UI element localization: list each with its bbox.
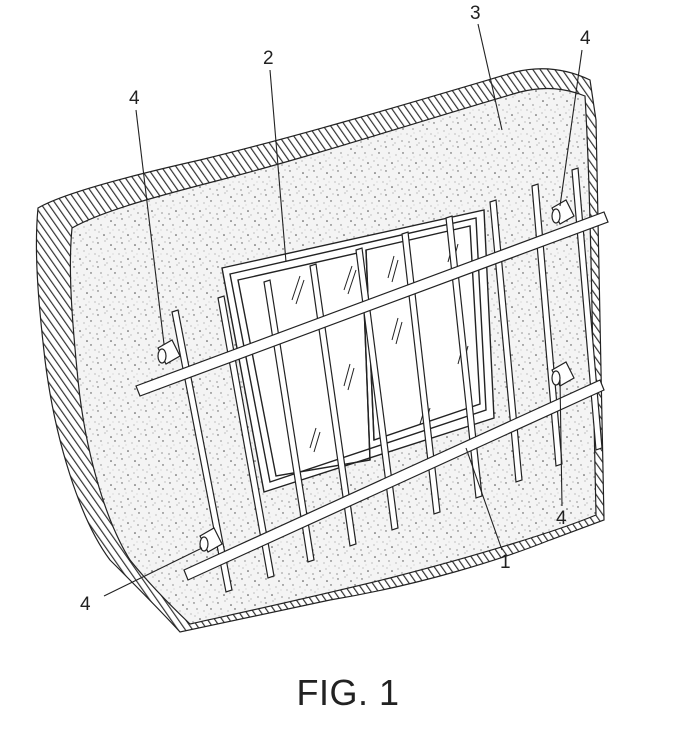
grille-bottom-rail (183, 379, 605, 581)
bracket-top-right (551, 199, 575, 225)
grille-bar (263, 279, 315, 563)
leader-lines (103, 23, 583, 597)
grille-bar (401, 231, 441, 515)
grille-top-rail (135, 211, 609, 397)
label-window: 2 (263, 48, 274, 69)
grille-bar (489, 199, 523, 483)
grille-bar (217, 295, 275, 579)
grille-bar (309, 263, 357, 547)
label-bracket-top-left: 4 (129, 88, 140, 109)
grille-bar (531, 183, 563, 467)
label-bracket-bottom-left: 4 (80, 594, 91, 615)
label-grille: 1 (500, 552, 511, 573)
bracket-bottom-right (551, 361, 575, 387)
grille-bar (171, 309, 233, 593)
bracket-top-left (157, 339, 181, 365)
grille-bar (571, 167, 603, 451)
figure-caption: FIG. 1 (296, 672, 400, 713)
grille-bars (171, 167, 603, 593)
label-bracket-bottom-right: 4 (556, 508, 567, 529)
label-wall: 3 (470, 3, 481, 24)
grille-bar (355, 247, 399, 531)
label-bracket-top-right: 4 (580, 28, 591, 49)
grille-bar (445, 215, 483, 499)
bracket-bottom-left (199, 527, 223, 553)
